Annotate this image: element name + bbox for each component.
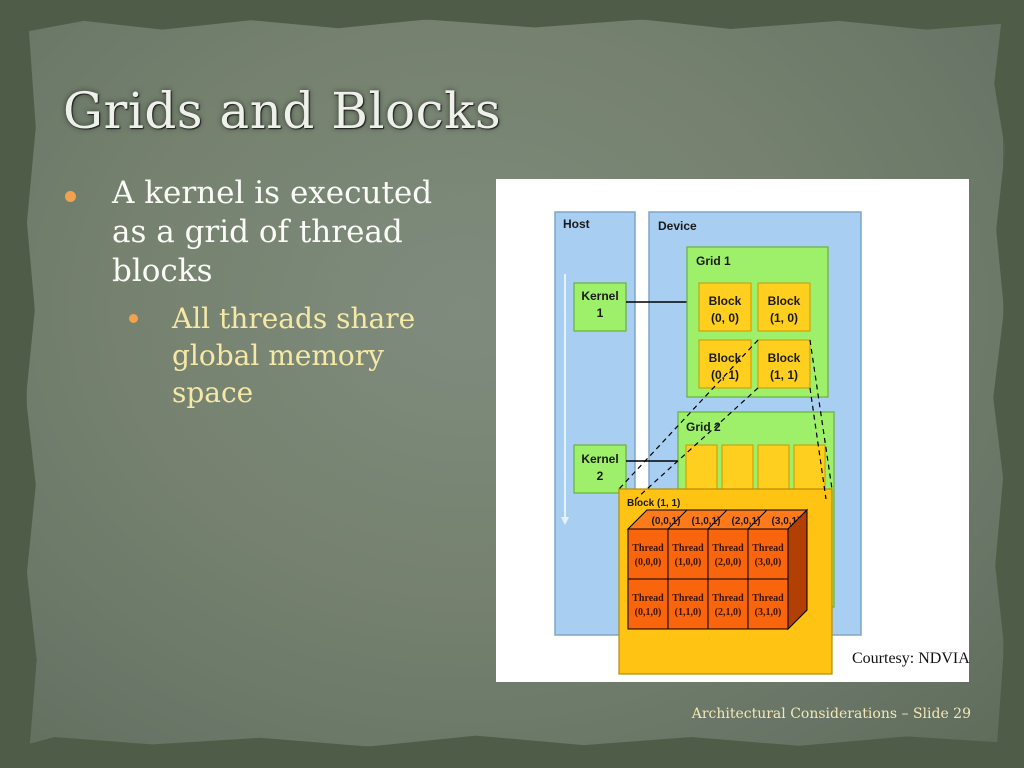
- cuda-grid-diagram: Host Device Kernel 1 Grid 1 Block (0, 0)…: [496, 179, 969, 682]
- thread-face: [627, 578, 669, 630]
- thread-word: Thread: [632, 543, 664, 554]
- thread-index: (2,0,0): [715, 557, 742, 568]
- sub-bullet-dot-icon: [129, 314, 138, 323]
- diagram-credit: Courtesy: NDVIA: [852, 650, 970, 667]
- thread-index: (0,1,0): [635, 607, 662, 618]
- thread-face: [707, 528, 749, 580]
- block-1-1: [757, 339, 811, 389]
- kernel2-box: [573, 444, 627, 494]
- grid2-block: [793, 444, 826, 494]
- thread-word: Thread: [672, 543, 704, 554]
- thread-word: Thread: [712, 543, 744, 554]
- bullet-item: A kernel is executed as a grid of thread…: [65, 174, 442, 291]
- thread-cell: Thread (3,1,0): [747, 578, 789, 630]
- thread-face: [667, 578, 709, 630]
- grid2-block: [757, 444, 790, 494]
- grid2-block: [721, 444, 754, 494]
- thread-cell: Thread (2,1,0): [707, 578, 749, 630]
- kernel2-label-line1: Kernel: [581, 452, 618, 466]
- thread-cell: Thread (0,0,0): [627, 528, 669, 580]
- block-1-0-label: Block: [768, 294, 801, 308]
- back-thread-label: (2,0,1): [732, 516, 761, 527]
- thread-face: [667, 528, 709, 580]
- grid2-block: [685, 444, 718, 494]
- thread-word: Thread: [752, 593, 784, 604]
- thread-cube-side: [787, 508, 808, 631]
- thread-cell: Thread (2,0,0): [707, 528, 749, 580]
- thread-cell: Thread (0,1,0): [627, 578, 669, 630]
- block-0-0-index: (0, 0): [711, 311, 739, 325]
- thread-cell: Thread (1,0,0): [667, 528, 709, 580]
- thread-cube-front-layer: Thread(0,0,0)Thread(1,0,0)Thread(2,0,0)T…: [627, 528, 789, 630]
- bullet-text: A kernel is executed as a grid of thread…: [112, 175, 433, 289]
- kernel1-label-line2: 1: [597, 306, 604, 320]
- device-label: Device: [658, 219, 697, 233]
- thread-face: [747, 578, 789, 630]
- thread-word: Thread: [672, 593, 704, 604]
- block-1-0: [757, 282, 811, 332]
- timeline-arrow-icon: [561, 517, 569, 525]
- block-1-0-index: (1, 0): [770, 311, 798, 325]
- sub-bullet-item: All threads share global memory space: [129, 300, 442, 411]
- thread-index: (2,1,0): [715, 607, 742, 618]
- thread-cell: Thread (1,1,0): [667, 578, 709, 630]
- kernel2-label-line2: 2: [597, 469, 604, 483]
- grid2-label: Grid 2: [686, 420, 721, 434]
- block-1-1-index: (1, 1): [770, 368, 798, 382]
- grid1-label: Grid 1: [696, 254, 731, 268]
- block-0-0-label: Block: [709, 294, 742, 308]
- thread-index: (1,1,0): [675, 607, 702, 618]
- slide-footer: Architectural Considerations – Slide 29: [691, 706, 971, 722]
- thread-word: Thread: [632, 593, 664, 604]
- block-0-0: [698, 282, 752, 332]
- back-thread-label: (1,0,1): [692, 516, 721, 527]
- zoom-block-label: Block (1, 1): [627, 498, 680, 509]
- slide-title: Grids and Blocks: [63, 82, 502, 140]
- block-0-1: [698, 339, 752, 389]
- thread-index: (3,0,0): [755, 557, 782, 568]
- thread-word: Thread: [752, 543, 784, 554]
- thread-word: Thread: [712, 593, 744, 604]
- thread-face: [747, 528, 789, 580]
- bullet-dot-icon: [65, 191, 76, 202]
- thread-index: (0,0,0): [635, 557, 662, 568]
- thread-cell: Thread (3,0,0): [747, 528, 789, 580]
- block-1-1-label: Block: [768, 351, 801, 365]
- kernel1-label-line1: Kernel: [581, 289, 618, 303]
- kernel1-box: [573, 282, 627, 332]
- zoom-dashed-lines: [618, 339, 833, 500]
- host-label: Host: [563, 217, 590, 231]
- thread-face: [627, 528, 669, 580]
- thread-index: (1,0,0): [675, 557, 702, 568]
- back-thread-label: (3,0,1): [772, 516, 801, 527]
- back-thread-label: (0,0,1): [652, 516, 681, 527]
- thread-face: [707, 578, 749, 630]
- block-0-1-label: Block: [709, 351, 742, 365]
- sub-bullet-text: All threads share global memory space: [172, 302, 416, 409]
- thread-index: (3,1,0): [755, 607, 782, 618]
